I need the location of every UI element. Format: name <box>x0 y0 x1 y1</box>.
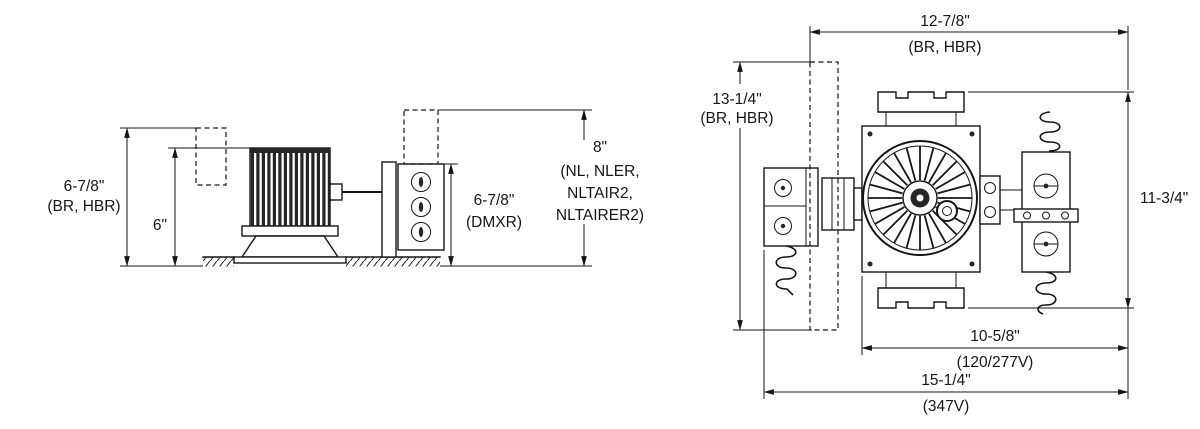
dim-side-dmxr-variant: (DMXR) <box>466 214 522 231</box>
top-right-junction-box <box>1013 151 1079 273</box>
dim-side-dmxr-value: 6-7/8" <box>474 192 515 209</box>
top-terminal-block <box>821 177 863 231</box>
dim-top-height-left: 13-1/4" (BR, HBR) <box>700 61 812 331</box>
side-junction-box-dashed-extension <box>403 109 439 165</box>
side-cable-clamp <box>329 183 343 201</box>
top-dashed-housing <box>809 61 839 331</box>
dim-top-width-120: 10-5/8" (120/277V) <box>861 276 1129 371</box>
dim-top-height-right: 11-3/4" <box>968 91 1188 309</box>
top-spring-left-lower <box>775 245 797 296</box>
top-mounting-bracket-upper <box>877 91 965 126</box>
dim-side-overall-value: 6-7/8" <box>64 178 105 195</box>
dim-side-nl-value: 8" <box>593 139 607 156</box>
side-trim-flange <box>233 256 347 264</box>
dim-side-nl: 8" (NL, NLER, NLTAIR2, NLTAIRER2) <box>438 109 644 267</box>
top-view: 12-7/8" (BR, HBR) 13-1/4" (BR, HBR) 11-3… <box>700 13 1188 415</box>
dim-side-dmxr: 6-7/8" (DMXR) <box>440 163 592 267</box>
top-mounting-bracket-lower <box>877 272 965 309</box>
dim-top-width-347: 15-1/4" (347V) <box>763 250 1129 415</box>
top-spring-right-upper <box>1039 111 1061 152</box>
side-heatsink <box>241 147 339 237</box>
dim-top-width: 12-7/8" (BR, HBR) <box>809 13 1129 90</box>
dim-top-height-left-variant: (BR, HBR) <box>700 110 773 127</box>
dim-side-recess-value: 6" <box>153 217 167 234</box>
top-adjustment-knob <box>936 200 958 222</box>
top-fan <box>862 140 978 256</box>
side-junction-box <box>397 163 445 251</box>
dim-top-width-value: 12-7/8" <box>920 13 969 30</box>
dim-top-width-120-value: 10-5/8" <box>970 328 1019 345</box>
dim-top-width-347-variant: (347V) <box>923 398 970 415</box>
top-right-tab <box>979 175 1022 225</box>
dim-side-nl-variant2: NLTAIR2, <box>567 185 633 202</box>
dim-top-width-variant: (BR, HBR) <box>908 39 981 56</box>
dim-side-overall-variant: (BR, HBR) <box>47 198 120 215</box>
dim-side-overall: 6-7/8" (BR, HBR) <box>47 127 203 267</box>
side-left-dashed-housing <box>195 127 227 186</box>
fan-blades <box>867 146 973 251</box>
side-heatsink-base <box>241 225 339 237</box>
dim-side-recess: 6" <box>153 147 250 267</box>
dim-side-nl-variant1: (NL, NLER, <box>560 163 639 180</box>
side-view: 6-7/8" (BR, HBR) 6" 6-7/8" (DMXR) 8" (NL… <box>47 109 644 267</box>
dim-side-nl-variant3: NLTAIRER2) <box>556 207 644 224</box>
dim-top-width-120-variant: (120/277V) <box>957 354 1034 371</box>
top-spring-right-lower <box>1035 271 1057 315</box>
top-left-junction-box <box>763 167 819 247</box>
dim-top-height-right-value: 11-3/4" <box>1140 190 1188 207</box>
side-trim <box>233 235 347 264</box>
dim-top-width-347-value: 15-1/4" <box>921 372 970 389</box>
side-mounting-bracket <box>381 161 397 258</box>
dim-top-height-left-value: 13-1/4" <box>712 91 761 108</box>
